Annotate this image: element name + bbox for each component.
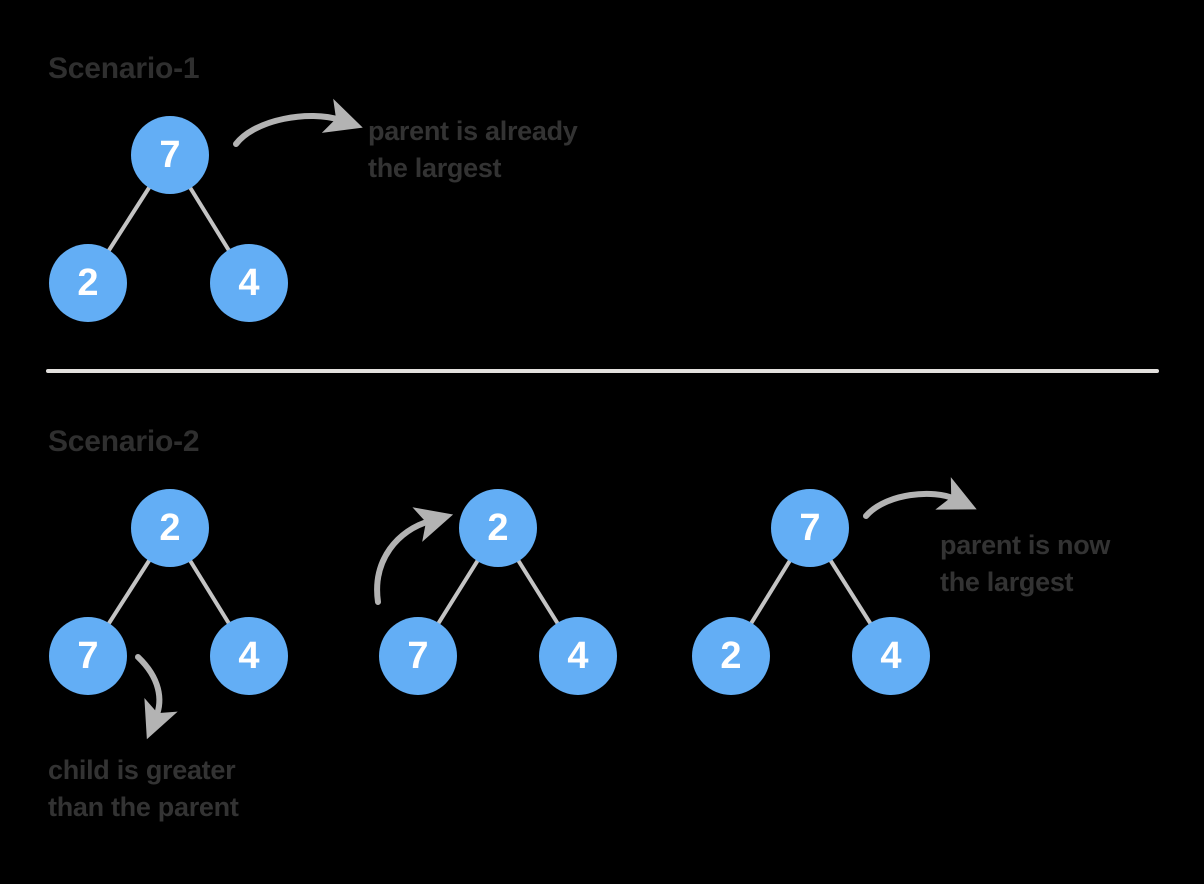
caption-line: than the parent (48, 792, 239, 822)
tree-s2-tree-1: 2 7 4 (49, 489, 288, 695)
tree-node-child-right: 4 (210, 244, 288, 322)
tree-node-child-left: 2 (692, 617, 770, 695)
node-value: 7 (799, 507, 820, 549)
tree-s2-tree-3: 7 2 4 (692, 489, 930, 695)
caption-parent-already-largest: parent is already the largest (368, 113, 578, 187)
caption-line: parent is already (368, 116, 578, 146)
node-value: 2 (487, 507, 508, 549)
caption-child-greater-than-parent: child is greater than the parent (48, 752, 239, 826)
tree-node-root: 7 (771, 489, 849, 567)
node-value: 2 (159, 507, 180, 549)
caption-line: the largest (368, 153, 502, 183)
node-value: 4 (567, 635, 588, 677)
curved-arrow-icon (863, 477, 977, 519)
node-value: 2 (77, 262, 98, 304)
curved-arrow-icon (233, 98, 363, 147)
tree-node-child-left: 2 (49, 244, 127, 322)
curved-arrow-down-icon (135, 654, 178, 740)
tree-node-root: 2 (131, 489, 209, 567)
caption-line: the largest (940, 567, 1074, 597)
scenario-1-title: Scenario-1 (48, 52, 200, 85)
caption-parent-now-largest: parent is now the largest (940, 527, 1110, 601)
tree-node-child-right: 4 (210, 617, 288, 695)
tree-node-child-right: 4 (539, 617, 617, 695)
node-value: 7 (77, 635, 98, 677)
node-value: 2 (720, 635, 741, 677)
curved-arrow-up-icon (374, 507, 454, 605)
tree-node-child-left: 7 (379, 617, 457, 695)
caption-line: parent is now (940, 530, 1111, 560)
tree-node-root: 2 (459, 489, 537, 567)
node-value: 4 (238, 635, 259, 677)
node-value: 7 (159, 134, 180, 176)
tree-s1-tree-1: 7 2 4 (49, 116, 288, 322)
tree-s2-tree-2: 2 7 4 (379, 489, 617, 695)
tree-node-child-left: 7 (49, 617, 127, 695)
node-value: 4 (238, 262, 259, 304)
scenario-2-title: Scenario-2 (48, 425, 200, 458)
tree-node-child-right: 4 (852, 617, 930, 695)
caption-line: child is greater (48, 755, 236, 785)
node-value: 4 (880, 635, 901, 677)
node-value: 7 (407, 635, 428, 677)
tree-node-root: 7 (131, 116, 209, 194)
